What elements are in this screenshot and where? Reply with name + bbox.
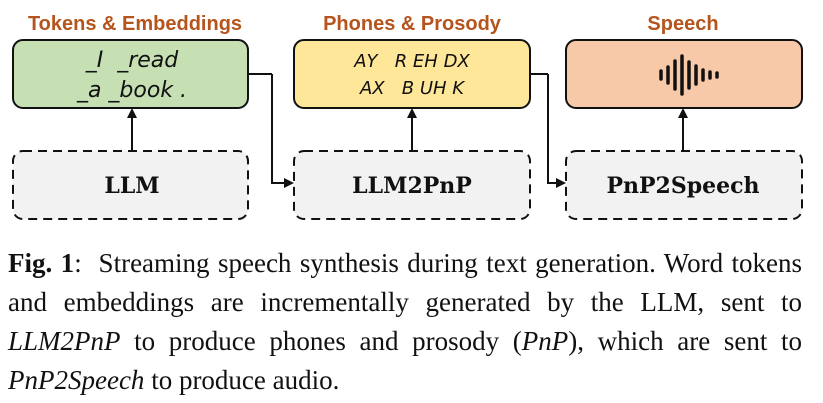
caption-italic-llm2pnp: LLM2PnP: [8, 326, 121, 356]
tokens-line-2: _a _book .: [76, 78, 187, 103]
header-speech: Speech: [647, 13, 718, 35]
caption-text-2: to produce phones and prosody (: [120, 326, 522, 356]
caption-italic-pnp2speech: PnP2Speech: [8, 365, 145, 395]
phones-line-1: AY R EH DX: [353, 51, 470, 72]
caption-text-3: ), which are sent to: [568, 326, 802, 356]
header-tokens-embeddings: Tokens & Embeddings: [28, 13, 242, 35]
caption-colon: :: [74, 248, 82, 278]
pipeline-diagram: Tokens & Embeddings Phones & Prosody Spe…: [12, 13, 803, 220]
arrow-tokens-to-llm2pnp: [271, 74, 294, 188]
caption-italic-pnp: PnP: [521, 326, 569, 356]
arrow-phones-to-pnp2speech: [547, 74, 566, 188]
llm-label: LLM: [104, 173, 159, 199]
llm2pnp-label: LLM2PnP: [352, 173, 472, 199]
header-phones-prosody: Phones & Prosody: [323, 13, 502, 35]
llm-module: [12, 150, 249, 220]
caption-text-4: to produce audio.: [144, 365, 340, 395]
tokens-line-1: _I _read: [85, 48, 180, 73]
caption-text-1: Streaming speech synthesis during text g…: [8, 248, 809, 317]
figure-label: Fig. 1: [8, 248, 75, 278]
speech-box: [565, 39, 803, 109]
waveform-icon: [659, 54, 719, 96]
pnp2speech-label: PnP2Speech: [606, 173, 759, 199]
figure-caption: Fig. 1: Streaming speech synthesis durin…: [8, 244, 802, 400]
phones-line-2: AX B UH K: [359, 78, 465, 99]
